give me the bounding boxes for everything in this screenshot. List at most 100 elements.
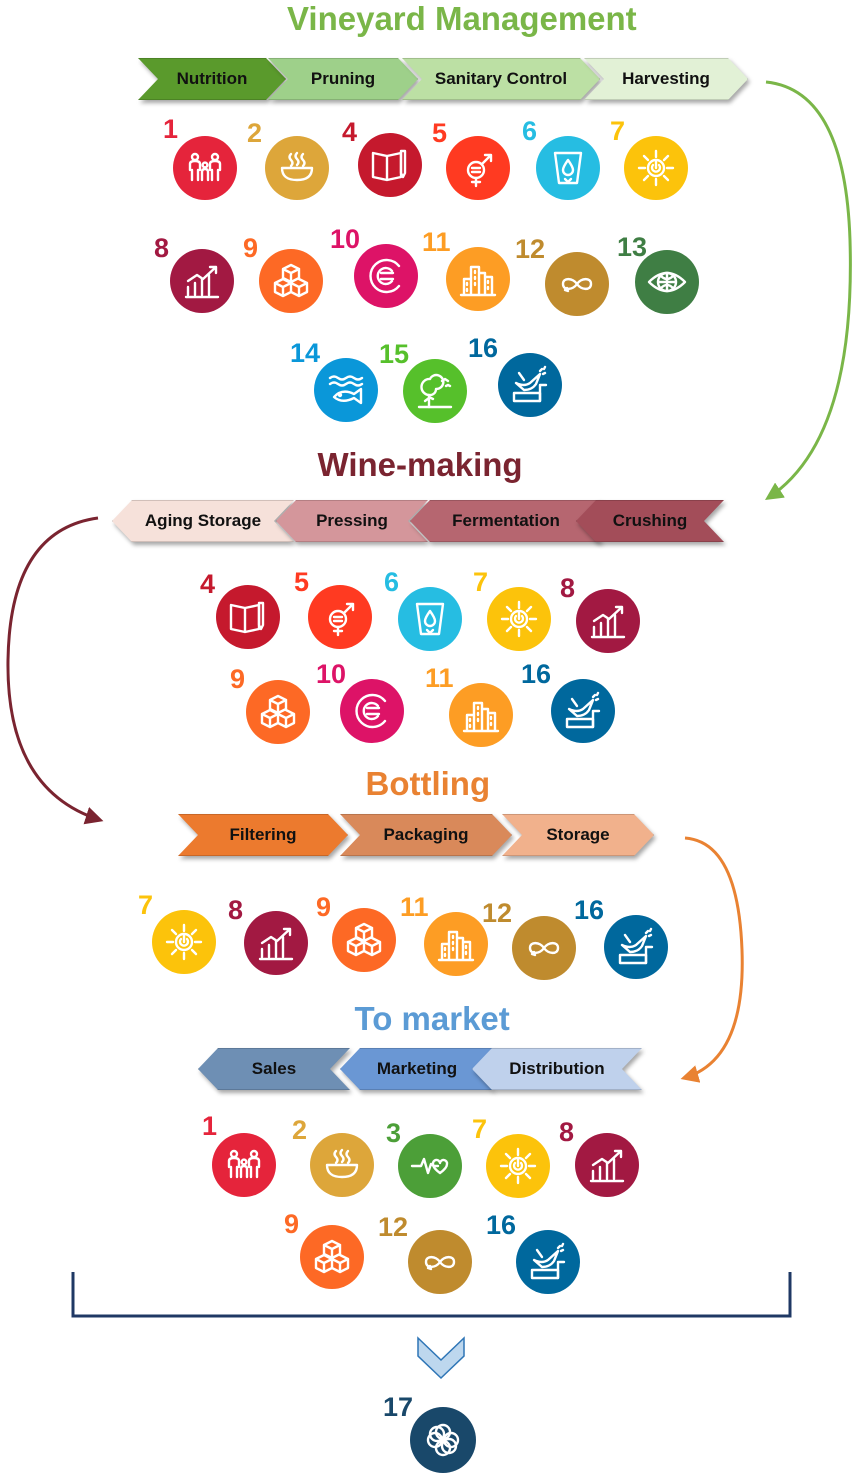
process-step-label: Pruning (310, 69, 376, 88)
dove-icon (551, 679, 615, 743)
process-step-distribution: Distribution (472, 1048, 642, 1090)
sdg-goal-number: 7 (610, 116, 626, 146)
sdg-goal-number: 4 (200, 569, 216, 599)
growth-chart-icon (170, 249, 234, 313)
sdg-goal-number: 1 (202, 1111, 218, 1141)
equality-icon (340, 679, 404, 743)
infinity-icon (408, 1230, 472, 1294)
process-step-label: Harvesting (622, 69, 710, 88)
flower-rings-icon (410, 1407, 476, 1473)
city-buildings-icon (449, 683, 513, 747)
cubes-icon (300, 1225, 364, 1289)
sdg-goal-number: 12 (378, 1212, 409, 1242)
sdg-goal-number: 5 (432, 118, 448, 148)
process-step-label: Crushing (612, 511, 688, 530)
sdg-goal-number: 1 (163, 114, 179, 144)
cubes-icon (259, 249, 323, 313)
sdg-goal-number: 8 (560, 573, 576, 603)
sdg-goal-number: 16 (574, 895, 605, 925)
process-step-harvesting: Harvesting (584, 58, 748, 100)
growth-chart-icon (576, 589, 640, 653)
section-title-3: Bottling (365, 765, 491, 802)
section-title-2: Wine-making (317, 446, 523, 483)
sdg-goal-number: 7 (138, 890, 154, 920)
eye-globe-icon (635, 250, 699, 314)
sun-power-icon (486, 1134, 550, 1198)
sdg-goal-number: 10 (316, 659, 347, 689)
summary-bracket (71, 1272, 792, 1318)
sdg-goal-number: 9 (284, 1209, 300, 1239)
sdg-goal-number: 8 (154, 233, 170, 263)
growth-chart-icon (244, 911, 308, 975)
sdg-goal-number: 6 (522, 116, 538, 146)
book-icon (358, 133, 422, 197)
sdg-goal-number: 12 (482, 898, 513, 928)
sdg-goal-number: 16 (468, 333, 499, 363)
sdg-goal-number: 16 (486, 1210, 517, 1240)
infinity-icon (545, 252, 609, 316)
process-step-pressing: Pressing (276, 500, 428, 542)
process-step-crushing: Crushing (576, 500, 724, 542)
sdg-goal-number: 9 (243, 233, 259, 263)
sdg-goal-number: 2 (292, 1115, 308, 1145)
connector-bottling-to-market (680, 836, 744, 1083)
water-glass-icon (536, 136, 600, 200)
sdg-goal-number: 7 (473, 567, 489, 597)
sdg-goal-number: 11 (400, 892, 429, 922)
sdg-goal-number: 15 (379, 339, 410, 369)
sdg-goal-number: 7 (472, 1114, 488, 1144)
gender-equality-icon (308, 585, 372, 649)
dove-icon (516, 1230, 580, 1294)
sdg-goal-number: 5 (294, 567, 310, 597)
sdg-goal-number: 6 (384, 567, 400, 597)
sdg-goal-number: 9 (230, 664, 246, 694)
bowl-icon (265, 136, 329, 200)
connector-vineyard-to-winemaking (764, 80, 852, 500)
process-step-label: Distribution (509, 1059, 605, 1078)
process-step-label: Nutrition (176, 69, 248, 88)
sdg-goal-number: 8 (559, 1117, 575, 1147)
sdg-goal-number: 10 (330, 224, 361, 254)
sdg-goal-number: 13 (617, 232, 648, 262)
sun-power-icon (152, 910, 216, 974)
family-icon (173, 136, 237, 200)
sdg-goal-number: 14 (290, 338, 321, 368)
process-step-label: Filtering (229, 825, 297, 844)
sun-power-icon (487, 587, 551, 651)
sdg-goal-number: 17 (383, 1392, 414, 1422)
infinity-icon (512, 916, 576, 980)
process-step-label: Packaging (383, 825, 469, 844)
sdg-goal-number: 3 (386, 1118, 402, 1148)
process-step-marketing: Marketing (340, 1048, 494, 1090)
process-step-label: Fermentation (452, 511, 560, 530)
dove-icon (498, 353, 562, 417)
cubes-icon (332, 908, 396, 972)
section-title-4: To market (354, 1000, 510, 1037)
process-step-label: Storage (546, 825, 610, 844)
process-step-pruning: Pruning (268, 58, 418, 100)
growth-chart-icon (575, 1133, 639, 1197)
sdg-goal-number: 16 (521, 659, 552, 689)
city-buildings-icon (446, 247, 510, 311)
sdg-goal-number: 11 (422, 227, 451, 257)
equality-icon (354, 244, 418, 308)
sdg-goal-number: 8 (228, 895, 244, 925)
process-step-storage: Storage (502, 814, 654, 856)
heartbeat-icon (398, 1134, 462, 1198)
connector-winemaking-to-bottling (6, 516, 104, 825)
water-glass-icon (398, 587, 462, 651)
sdg-goal-number: 9 (316, 892, 332, 922)
section-title-1: Vineyard Management (287, 0, 637, 37)
sdg-goal-number: 2 (247, 118, 263, 148)
sdg-goal-number: 4 (342, 117, 358, 147)
down-chevron-icon (417, 1336, 465, 1380)
dove-icon (604, 915, 668, 979)
sun-power-icon (624, 136, 688, 200)
process-step-fermentation: Fermentation (410, 500, 602, 542)
process-step-sales: Sales (198, 1048, 350, 1090)
process-step-label: Sanitary Control (434, 69, 568, 88)
process-step-aging-storage: Aging Storage (112, 500, 294, 542)
fish-icon (314, 358, 378, 422)
